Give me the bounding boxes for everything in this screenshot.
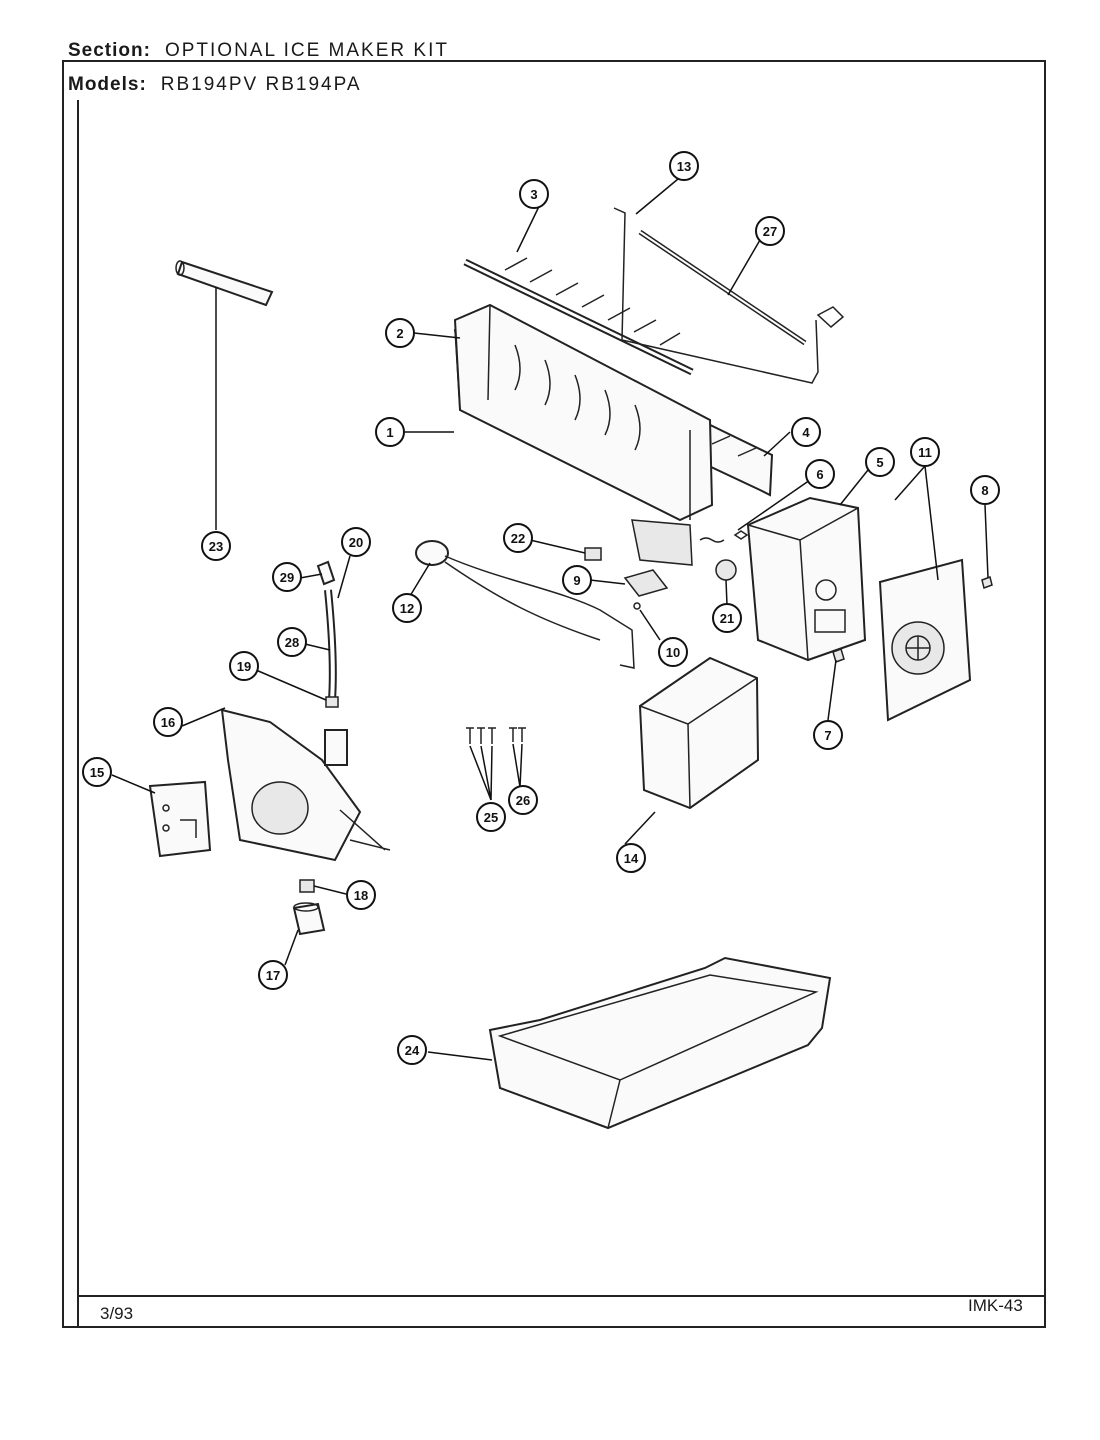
svg-text:9: 9 xyxy=(573,573,580,588)
callout-16: 16 xyxy=(153,707,183,737)
svg-text:25: 25 xyxy=(484,810,498,825)
svg-text:12: 12 xyxy=(400,601,414,616)
svg-text:18: 18 xyxy=(354,888,368,903)
callout-24: 24 xyxy=(397,1035,427,1065)
footer-date: 3/93 xyxy=(100,1304,134,1323)
svg-text:27: 27 xyxy=(763,224,777,239)
part-control-housing xyxy=(746,496,867,662)
svg-text:4: 4 xyxy=(802,425,810,440)
models-value: RB194PV RB194PA xyxy=(160,74,362,95)
svg-text:14: 14 xyxy=(624,851,639,866)
part-mold xyxy=(453,303,714,566)
callout-9: 9 xyxy=(562,565,592,595)
part-screw-8 xyxy=(981,576,993,589)
callout-25: 25 xyxy=(476,802,506,832)
callout-10: 10 xyxy=(658,637,688,667)
callout-21: 21 xyxy=(712,603,742,633)
callout-28: 28 xyxy=(277,627,307,657)
callout-27: 27 xyxy=(755,216,785,246)
callout-8: 8 xyxy=(970,475,1000,505)
callout-7: 7 xyxy=(813,720,843,750)
callout-20: 20 xyxy=(341,527,371,557)
svg-text:26: 26 xyxy=(516,793,530,808)
svg-text:2: 2 xyxy=(396,326,403,341)
models-label: Models: xyxy=(68,74,147,95)
part-motor-module xyxy=(878,558,972,722)
callout-26: 26 xyxy=(508,785,538,815)
svg-text:1: 1 xyxy=(386,425,393,440)
part-thermostat-harness xyxy=(415,540,635,669)
part-mounting-plate xyxy=(148,780,212,858)
svg-text:13: 13 xyxy=(677,159,691,174)
callout-29: 29 xyxy=(272,562,302,592)
callout-1: 1 xyxy=(375,417,405,447)
svg-text:3: 3 xyxy=(530,187,537,202)
callout-11: 11 xyxy=(910,437,940,467)
svg-text:29: 29 xyxy=(280,570,294,585)
callout-18: 18 xyxy=(346,880,376,910)
callout-23: 23 xyxy=(201,531,231,561)
svg-text:21: 21 xyxy=(720,611,734,626)
svg-text:15: 15 xyxy=(90,765,104,780)
part-small-clips xyxy=(584,547,669,610)
diagram-frame xyxy=(62,60,1046,1328)
callout-12: 12 xyxy=(392,593,422,623)
callout-5: 5 xyxy=(865,447,895,477)
section-value: OPTIONAL ICE MAKER KIT xyxy=(164,40,449,61)
part-water-valve xyxy=(220,708,391,862)
section-header: Section: OPTIONAL ICE MAKER KIT xyxy=(68,40,449,62)
svg-text:23: 23 xyxy=(209,539,223,554)
svg-text:16: 16 xyxy=(161,715,175,730)
callout-13: 13 xyxy=(669,151,699,181)
callout-6: 6 xyxy=(805,459,835,489)
svg-text:22: 22 xyxy=(511,531,525,546)
part-ejector-shaft xyxy=(463,257,694,376)
svg-text:8: 8 xyxy=(981,483,988,498)
footer-code: IMK-43 xyxy=(968,1296,1023,1315)
callout-4: 4 xyxy=(791,417,821,447)
callout-17: 17 xyxy=(258,960,288,990)
callout-19: 19 xyxy=(229,651,259,681)
callout-14: 14 xyxy=(616,843,646,873)
part-cover xyxy=(638,656,760,810)
svg-text:28: 28 xyxy=(285,635,299,650)
callout-15: 15 xyxy=(82,757,112,787)
part-spring-gear xyxy=(699,530,749,581)
part-screws-25-26 xyxy=(466,727,526,744)
svg-text:20: 20 xyxy=(349,535,363,550)
part-fittings xyxy=(292,879,326,936)
part-screw-7 xyxy=(832,648,845,663)
part-water-tube xyxy=(316,560,339,708)
leader-lines xyxy=(111,173,989,1061)
svg-text:6: 6 xyxy=(816,467,823,482)
part-fill-tube xyxy=(175,260,274,307)
svg-text:11: 11 xyxy=(918,445,932,460)
callout-22: 22 xyxy=(503,523,533,553)
svg-text:24: 24 xyxy=(405,1043,420,1058)
callout-3: 3 xyxy=(519,179,549,209)
models-header: Models: RB194PV RB194PA xyxy=(68,74,362,96)
svg-text:7: 7 xyxy=(824,728,831,743)
svg-text:10: 10 xyxy=(666,645,680,660)
part-shutoff-arm xyxy=(613,207,845,384)
part-ice-bin xyxy=(488,956,832,1130)
svg-text:19: 19 xyxy=(237,659,251,674)
svg-text:17: 17 xyxy=(266,968,280,983)
callout-2: 2 xyxy=(385,318,415,348)
svg-text:5: 5 xyxy=(876,455,883,470)
section-label: Section: xyxy=(68,40,151,61)
